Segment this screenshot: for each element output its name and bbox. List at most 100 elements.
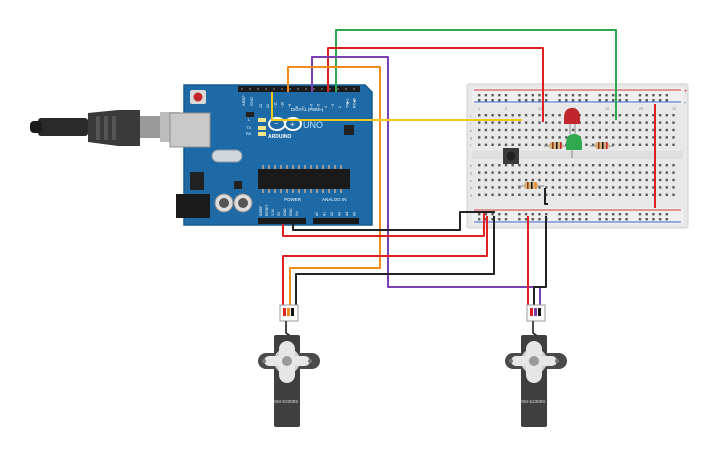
breadboard-hole[interactable] — [498, 186, 501, 189]
breadboard-hole[interactable] — [531, 136, 534, 139]
breadboard-hole[interactable] — [571, 128, 575, 132]
breadboard-hole[interactable] — [545, 143, 548, 146]
breadboard-hole[interactable] — [612, 121, 615, 124]
breadboard-hole[interactable] — [491, 193, 494, 196]
rail-hole[interactable] — [478, 218, 481, 221]
rail-hole[interactable] — [518, 94, 521, 97]
rail-hole[interactable] — [571, 94, 575, 97]
pushbutton[interactable] — [503, 148, 519, 164]
breadboard-hole[interactable] — [478, 121, 481, 124]
breadboard-hole[interactable] — [551, 164, 555, 167]
rail-hole[interactable] — [625, 94, 628, 97]
breadboard-hole[interactable] — [672, 186, 675, 189]
breadboard-hole[interactable] — [491, 136, 494, 139]
rail-hole[interactable] — [585, 213, 588, 216]
breadboard-hole[interactable] — [645, 136, 648, 139]
rail-hole[interactable] — [478, 213, 481, 216]
breadboard-hole[interactable] — [632, 186, 635, 189]
breadboard-hole[interactable] — [545, 136, 548, 139]
breadboard-hole[interactable] — [585, 164, 588, 167]
breadboard-hole[interactable] — [478, 114, 481, 117]
breadboard-hole[interactable] — [632, 193, 635, 196]
breadboard-hole[interactable] — [658, 128, 662, 132]
breadboard-hole[interactable] — [618, 121, 622, 124]
rail-hole[interactable] — [518, 213, 521, 216]
breadboard-hole[interactable] — [652, 164, 655, 167]
rail-hole[interactable] — [658, 218, 662, 221]
breadboard-hole[interactable] — [478, 164, 481, 167]
rail-hole[interactable] — [638, 99, 642, 102]
breadboard-hole[interactable] — [625, 143, 628, 146]
breadboard-hole[interactable] — [638, 114, 642, 117]
breadboard-hole[interactable] — [632, 136, 635, 139]
breadboard-hole[interactable] — [598, 114, 601, 117]
rail-hole[interactable] — [625, 99, 628, 102]
rail-hole[interactable] — [638, 94, 642, 97]
breadboard-hole[interactable] — [551, 136, 555, 139]
rail-hole[interactable] — [545, 99, 548, 102]
breadboard-hole[interactable] — [591, 193, 595, 196]
breadboard-hole[interactable] — [618, 164, 622, 167]
breadboard-hole[interactable] — [625, 121, 628, 124]
rail-hole[interactable] — [538, 94, 541, 97]
breadboard-hole[interactable] — [665, 178, 668, 182]
breadboard-hole[interactable] — [491, 178, 494, 182]
breadboard-hole[interactable] — [598, 128, 601, 132]
rail-hole[interactable] — [538, 218, 541, 221]
breadboard-hole[interactable] — [538, 128, 541, 132]
breadboard-hole[interactable] — [665, 164, 668, 167]
breadboard-hole[interactable] — [545, 114, 548, 117]
breadboard-hole[interactable] — [585, 186, 588, 189]
breadboard-hole[interactable] — [571, 186, 575, 189]
breadboard-hole[interactable] — [498, 143, 501, 146]
rail-hole[interactable] — [484, 99, 488, 102]
breadboard-hole[interactable] — [478, 178, 481, 182]
breadboard-hole[interactable] — [652, 143, 655, 146]
breadboard-hole[interactable] — [612, 114, 615, 117]
rail-hole[interactable] — [518, 99, 521, 102]
breadboard-hole[interactable] — [478, 193, 481, 196]
breadboard-hole[interactable] — [585, 143, 588, 146]
rail-hole[interactable] — [504, 94, 508, 97]
breadboard-hole[interactable] — [658, 136, 662, 139]
rail-hole[interactable] — [571, 213, 575, 216]
rail-hole[interactable] — [498, 213, 501, 216]
breadboard-hole[interactable] — [625, 186, 628, 189]
rail-hole[interactable] — [524, 99, 528, 102]
breadboard-hole[interactable] — [591, 114, 595, 117]
breadboard-hole[interactable] — [565, 171, 568, 174]
breadboard-hole[interactable] — [605, 114, 608, 117]
rail-hole[interactable] — [605, 99, 608, 102]
breadboard-hole[interactable] — [591, 136, 595, 139]
rail-hole[interactable] — [578, 94, 581, 97]
breadboard-hole[interactable] — [551, 193, 555, 196]
breadboard-hole[interactable] — [504, 121, 508, 124]
breadboard-hole[interactable] — [518, 114, 521, 117]
breadboard-hole[interactable] — [511, 193, 514, 196]
rail-hole[interactable] — [585, 218, 588, 221]
breadboard-hole[interactable] — [491, 143, 494, 146]
breadboard-hole[interactable] — [585, 121, 588, 124]
breadboard-hole[interactable] — [652, 121, 655, 124]
breadboard-hole[interactable] — [625, 136, 628, 139]
rail-hole[interactable] — [638, 213, 642, 216]
rail-hole[interactable] — [531, 218, 534, 221]
breadboard-hole[interactable] — [591, 121, 595, 124]
breadboard-hole[interactable] — [632, 143, 635, 146]
breadboard-hole[interactable] — [571, 193, 575, 196]
rail-hole[interactable] — [625, 213, 628, 216]
breadboard-hole[interactable] — [518, 136, 521, 139]
breadboard-hole[interactable] — [672, 178, 675, 182]
rail-hole[interactable] — [598, 218, 601, 221]
rail-hole[interactable] — [638, 218, 642, 221]
breadboard-hole[interactable] — [645, 128, 648, 132]
rail-hole[interactable] — [652, 213, 655, 216]
breadboard-hole[interactable] — [538, 178, 541, 182]
breadboard-hole[interactable] — [598, 193, 601, 196]
breadboard-hole[interactable] — [645, 171, 648, 174]
rail-hole[interactable] — [645, 218, 648, 221]
breadboard-hole[interactable] — [598, 121, 601, 124]
breadboard-hole[interactable] — [478, 186, 481, 189]
breadboard-hole[interactable] — [498, 193, 501, 196]
breadboard-hole[interactable] — [538, 164, 541, 167]
